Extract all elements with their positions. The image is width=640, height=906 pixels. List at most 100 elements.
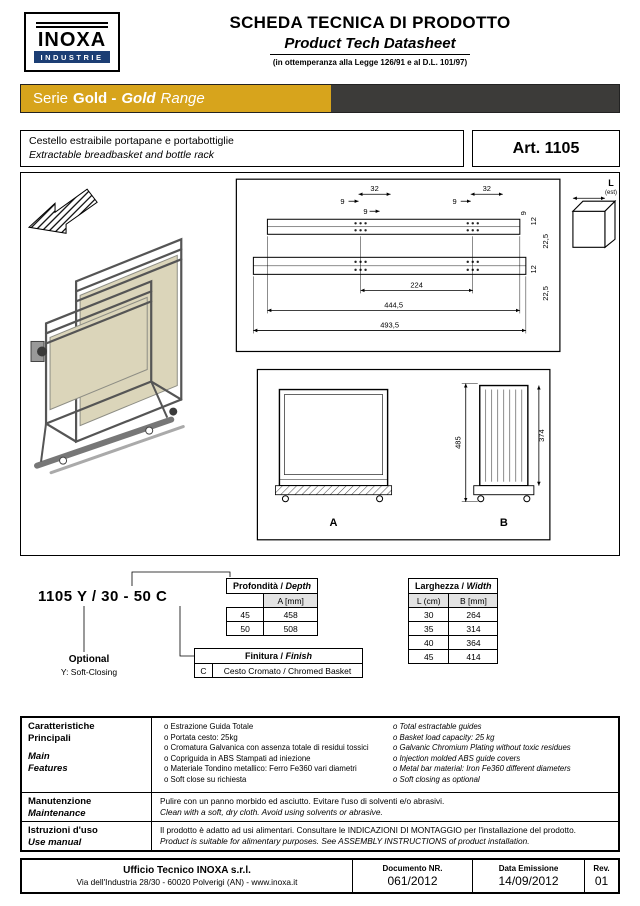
front-views-drawing: A 485 B bbox=[256, 368, 551, 541]
doc-number-label: Documento NR. bbox=[382, 864, 443, 873]
depth-cell: 458 bbox=[263, 607, 319, 622]
width-cell: 40 bbox=[407, 635, 450, 650]
width-cell: 364 bbox=[448, 635, 499, 650]
art-number-box: Art. 1105 bbox=[472, 130, 620, 167]
series-name-en: Gold bbox=[121, 90, 156, 107]
maintenance-label-it: Manutenzione bbox=[28, 796, 92, 807]
spec-item: Galvanic Chromium Plating without toxic … bbox=[393, 743, 614, 754]
table-row: Finitura / Finish bbox=[194, 648, 363, 664]
maintenance-label: Manutenzione Maintenance bbox=[22, 793, 152, 822]
width-title-en: Width bbox=[466, 581, 492, 591]
spec-item: Total estractable guides bbox=[393, 722, 614, 733]
depth-cell: 508 bbox=[263, 621, 319, 636]
view-b-label: B bbox=[500, 517, 508, 529]
table-row: L (cm)B [mm] bbox=[407, 593, 499, 608]
optional-label: Optional bbox=[68, 654, 110, 665]
spec-item: Cromatura Galvanica con assenza totale d… bbox=[164, 743, 385, 754]
depth-col-header: A [mm] bbox=[263, 593, 319, 608]
finish-value: Cesto Cromato / Chromed Basket bbox=[212, 663, 363, 678]
specs-label-en: Main bbox=[28, 751, 50, 762]
spec-item: Copriguida in ABS Stampati ad iniezione bbox=[164, 754, 385, 765]
usage-text-it: Il prodotto è adatto ad usi alimentari. … bbox=[160, 825, 576, 835]
isometric-product-view bbox=[27, 188, 185, 475]
spec-item: Estrazione Guida Totale bbox=[164, 722, 385, 733]
header: INOXA INDUSTRIE SCHEDA TECNICA DI PRODOT… bbox=[20, 8, 620, 80]
width-cell: 30 bbox=[407, 607, 450, 622]
spec-item: Materiale Tondino metallico: Ferro Fe360… bbox=[164, 764, 385, 775]
doc-law-note: (in ottemperanza alla Legge 126/91 e al … bbox=[272, 58, 468, 67]
dim-224: 224 bbox=[410, 280, 423, 289]
l-dim-sub: (est) bbox=[605, 190, 617, 196]
extraction-direction-arrow-icon bbox=[27, 188, 98, 234]
width-cell: 45 bbox=[407, 649, 450, 664]
slide-rail bbox=[34, 381, 185, 475]
finish-title-en: Finish bbox=[285, 651, 313, 661]
rail2-holes bbox=[354, 260, 479, 272]
footer-office: Ufficio Tecnico INOXA s.r.l. bbox=[123, 865, 251, 876]
rail1-holes bbox=[354, 222, 479, 232]
optional-block: Optional Y: Soft-Closing bbox=[44, 654, 134, 677]
rear-bracket-knob bbox=[169, 407, 178, 416]
code-section: 1105 Y / 30 - 50 C Optional Y: Soft-Clos… bbox=[20, 560, 620, 712]
front-bracket-knob bbox=[37, 346, 48, 357]
table-row: A [mm] bbox=[226, 593, 319, 608]
table-row: Profondità / Depth bbox=[225, 578, 319, 594]
specs-label-it: Principali bbox=[28, 732, 71, 744]
l-dim-label: L bbox=[608, 178, 614, 188]
maintenance-text-en: Clean with a soft, dry cloth. Avoid usin… bbox=[160, 807, 383, 817]
width-cell: 264 bbox=[448, 607, 499, 622]
footer: Ufficio Tecnico INOXA s.r.l. Via dell'In… bbox=[20, 858, 620, 894]
product-description-box: Cestello estraibile portapane e portabot… bbox=[20, 130, 464, 167]
basket-depth-wires bbox=[44, 380, 183, 443]
usage-text-en: Product is suitable for alimentary purpo… bbox=[160, 836, 530, 846]
art-number: Art. 1105 bbox=[512, 139, 580, 157]
series-label: Serie bbox=[33, 90, 69, 107]
product-desc-en: Extractable breadbasket and bottle rack bbox=[29, 149, 215, 161]
product-code: 1105 Y / 30 - 50 C bbox=[38, 588, 168, 605]
width-cell: 35 bbox=[407, 621, 450, 636]
spec-item: Basket load capacity: 25 kg bbox=[393, 733, 614, 744]
dim-12-a: 12 bbox=[529, 217, 538, 225]
specs-content: Estrazione Guida Totale Portata cesto: 2… bbox=[152, 718, 618, 792]
finish-title-it: Finitura / bbox=[244, 651, 283, 661]
logo-text: INOXA bbox=[37, 29, 107, 51]
inoxa-logo: INOXA INDUSTRIE bbox=[24, 12, 120, 72]
view-b-drawing: B bbox=[473, 384, 535, 529]
specs-label-it: Caratteristiche bbox=[28, 721, 95, 732]
footer-doc-cell: Documento NR. 061/2012 bbox=[352, 860, 472, 892]
features-row-usage: Istruzioni d'uso Use manual Il prodotto … bbox=[22, 821, 618, 851]
spec-item: Soft closing as optional bbox=[393, 775, 614, 786]
series-range-label: Range bbox=[160, 90, 205, 107]
product-desc-it: Cestello estraibile portapane e portabot… bbox=[29, 135, 234, 147]
width-col2-header: B [mm] bbox=[448, 593, 499, 608]
usage-label-it: Istruzioni d'uso bbox=[28, 825, 98, 836]
dim-374: 374 bbox=[537, 429, 546, 442]
issue-date-value: 14/09/2012 bbox=[498, 874, 559, 888]
depth-cell: 50 bbox=[225, 621, 265, 636]
table-row: Larghezza / Width bbox=[407, 578, 499, 594]
depth-title-en: Depth bbox=[285, 581, 312, 591]
technical-drawing-box: 9 32 9 9 32 9 12 22,5 12 22,5 224 bbox=[20, 172, 620, 556]
product-row: Cestello estraibile portapane e portabot… bbox=[20, 130, 620, 167]
issue-date-label: Data Emissione bbox=[498, 864, 559, 873]
width-reference-drawing: L (est) bbox=[571, 178, 617, 249]
width-title-it: Larghezza / bbox=[415, 581, 465, 591]
footer-office-cell: Ufficio Tecnico INOXA s.r.l. Via dell'In… bbox=[22, 860, 352, 892]
specs-list-it: Estrazione Guida Totale Portata cesto: 2… bbox=[156, 721, 385, 789]
dim-22-5-a: 22,5 bbox=[541, 234, 550, 249]
optional-value: Y: Soft-Closing bbox=[60, 667, 118, 677]
specs-list-en: Total estractable guides Basket load cap… bbox=[385, 721, 614, 789]
revision-label: Rev. bbox=[593, 864, 610, 873]
specs-label: Caratteristiche Principali Main Features bbox=[22, 718, 152, 792]
dim-9-b: 9 bbox=[363, 207, 367, 216]
dim-32-b: 32 bbox=[483, 184, 491, 193]
dim-444-5: 444,5 bbox=[384, 300, 403, 309]
rail-dimension-drawing: 9 32 9 9 32 9 12 22,5 12 22,5 224 bbox=[235, 178, 561, 353]
